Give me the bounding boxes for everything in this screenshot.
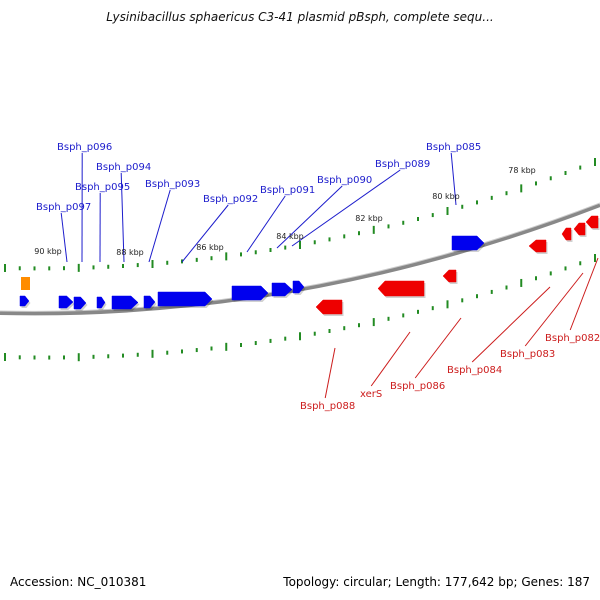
forward-gene-label: Bsph_p085 [426,142,481,153]
forward-gene-label: Bsph_p093 [145,179,200,190]
plasmid-backbone [0,203,600,316]
leader-line [450,152,457,206]
leader-line [276,185,343,249]
leader-line [246,195,286,253]
reverse-gene-label: xerS [360,389,382,400]
accession-text: Accession: NC_010381 [10,575,147,589]
forward-gene-label: Bsph_p094 [96,162,151,173]
ruler-label: 82 kbp [355,214,383,223]
reverse-gene-label: Bsph_p084 [447,365,502,376]
forward-gene-arrow [271,282,293,297]
leader-line [148,189,171,263]
forward-gene-label: Bsph_p095 [75,182,130,193]
leader-line [569,257,599,331]
ruler-label: 78 kbp [508,166,536,175]
reverse-gene-label: Bsph_p088 [300,401,355,412]
leader-line [181,204,229,263]
outer-ruler-ticks [4,158,596,272]
orange-feature [21,277,30,290]
forward-gene-arrow [73,296,87,310]
reverse-gene-label: Bsph_p086 [390,381,445,392]
forward-gene-arrow [451,235,485,251]
leader-line [60,212,68,263]
ruler-label: 84 kbp [276,232,304,241]
label-layer: 90 kbp 88 kbp 86 kbp 84 kbp 82 kbp 80 kbp 78 k… [34,142,600,412]
forward-gene-label: Bsph_p092 [203,194,258,205]
ruler-label: 90 kbp [34,247,62,256]
forward-gene-label: Bsph_p097 [36,202,91,213]
reverse-gene-arrow [561,227,572,241]
forward-gene-arrow [292,280,305,294]
reverse-gene-label: Bsph_p083 [500,349,555,360]
reverse-gene-arrow [315,299,343,315]
forward-gene-label: Bsph_p090 [317,175,372,186]
forward-gene-arrow [111,295,139,310]
reverse-gene-arrow [585,215,599,229]
reverse-gene-arrow [528,239,547,253]
leader-line [471,286,551,363]
reverse-gene-arrow [442,269,457,283]
label-leaders [60,152,599,399]
leader-line [324,347,336,399]
ruler-label: 86 kbp [196,243,224,252]
forward-gene-arrow [157,291,213,307]
leader-line [414,317,462,379]
page-title: Lysinibacillus sphaericus C3-41 plasmid … [106,10,494,24]
reverse-gene-arrow [377,280,425,297]
plasmid-backbone-highlight [0,202,600,312]
leader-line [291,169,401,247]
ruler-label: 80 kbp [432,192,460,201]
forward-gene-arrow [96,296,106,309]
forward-gene-arrow [19,295,30,307]
forward-gene-arrow [143,295,156,309]
leader-line [120,172,125,263]
reverse-gene-arrow [573,222,586,236]
gene-track [19,215,600,316]
ruler-label: 88 kbp [116,248,144,257]
inner-ruler-ticks [4,254,596,362]
reverse-gene-label: Bsph_p082 [545,333,600,344]
leader-line [524,272,584,347]
forward-gene-arrow [231,285,269,301]
forward-gene-label: Bsph_p091 [260,185,315,196]
forward-gene-label: Bsph_p096 [57,142,112,153]
forward-gene-label: Bsph_p089 [375,159,430,170]
summary-text: Topology: circular; Length: 177,642 bp; … [283,575,590,589]
forward-gene-arrow [58,295,74,309]
leader-line [370,331,411,387]
